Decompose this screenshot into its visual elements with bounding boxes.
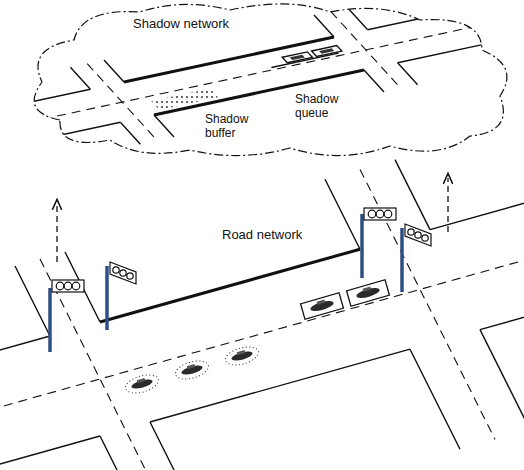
- shadow-queue-cars: [282, 46, 342, 63]
- upload-arrows: [57, 178, 448, 262]
- network-cloud: Shadow network: [0, 0, 524, 165]
- network-title: Shadow network: [133, 16, 229, 31]
- component-label: Shadow queue: [295, 92, 347, 120]
- component-label: Shadow buffer: [205, 112, 257, 140]
- network-label: Road network: [222, 228, 302, 242]
- shadow-buffer-dots: [151, 89, 218, 110]
- road-network-roads: [0, 126, 524, 470]
- shadow-roads: [0, 0, 524, 164]
- traffic-lights: [50, 208, 431, 352]
- cloud-outline: [0, 0, 524, 165]
- cloud-border: [34, 4, 507, 156]
- queued-cars: [301, 280, 390, 319]
- buffered-cars: [123, 344, 260, 397]
